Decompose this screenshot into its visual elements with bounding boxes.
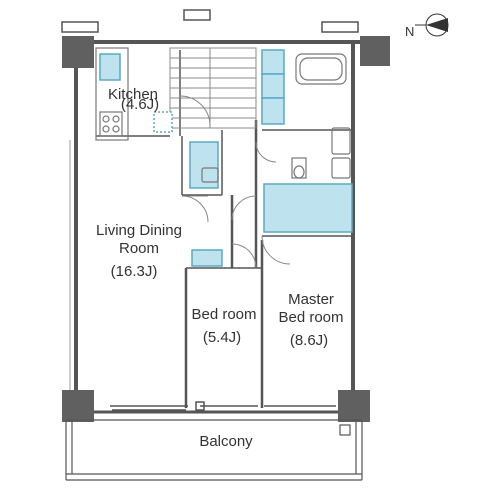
doors (179, 95, 291, 269)
kitchen-counter (95, 47, 129, 141)
balcony-doors (110, 401, 336, 411)
top-railing (61, 9, 359, 33)
column-top-right (360, 36, 390, 66)
closet (263, 183, 353, 233)
vent (153, 111, 173, 133)
storage-unit-3 (261, 97, 285, 125)
kitchen-label: Kitchen (108, 86, 158, 103)
kitchen-size: (4.6J) (121, 96, 159, 113)
living-label-line1: Living Dining (96, 222, 182, 239)
master-label-line1: Master (288, 291, 334, 308)
compass: N (405, 13, 449, 39)
column-bottom-right (338, 390, 370, 422)
basin (201, 127, 351, 183)
bedroom-size: (5.4J) (203, 329, 241, 346)
balcony-label: Balcony (199, 433, 253, 450)
master-size: (8.6J) (290, 332, 328, 349)
balcony-railing (65, 419, 363, 481)
bedroom-shelf (191, 249, 223, 267)
storage-unit-2 (261, 73, 285, 99)
bathtub (295, 53, 347, 85)
living-label-line2: Room (119, 240, 159, 257)
exterior-walls (62, 40, 375, 414)
washer (189, 141, 219, 189)
storage-unit-1 (261, 49, 285, 75)
kitchen-sink (99, 53, 121, 81)
compass-north-label: N (405, 24, 414, 39)
structural-columns (62, 36, 390, 422)
living-size: (16.3J) (111, 263, 158, 280)
master-label-line2: Bed room (278, 309, 343, 326)
toilet (291, 157, 307, 179)
fixtures (99, 49, 353, 267)
entry-grid (169, 47, 257, 129)
column-top-left (62, 36, 94, 68)
column-bottom-left (62, 390, 94, 422)
bedroom-label: Bed room (191, 306, 256, 323)
cooktop (99, 111, 123, 137)
